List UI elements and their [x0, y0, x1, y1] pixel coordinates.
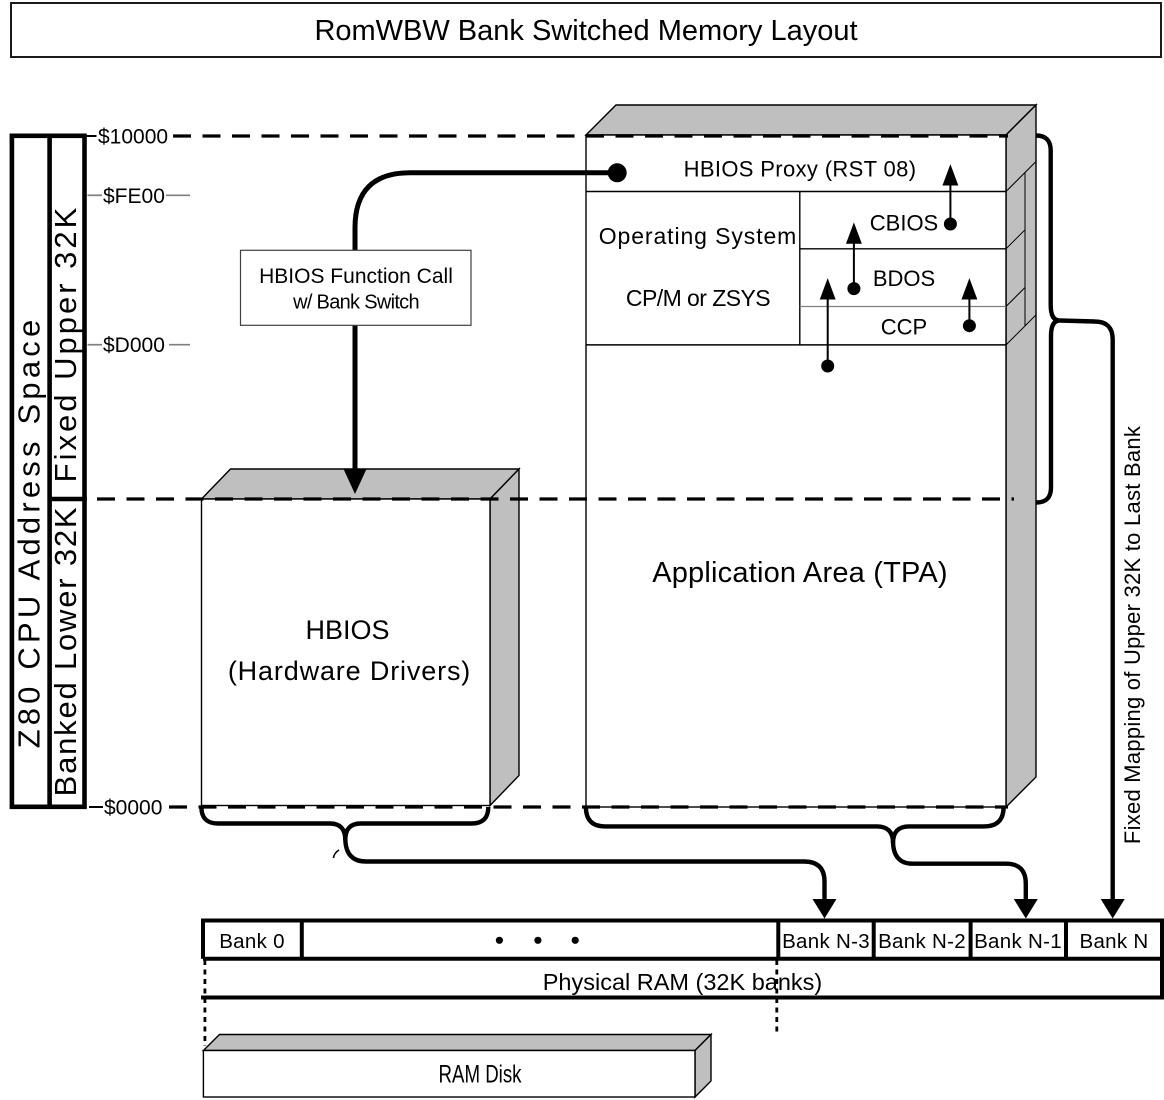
- svg-text:Banked Lower 32K: Banked Lower 32K: [48, 506, 83, 797]
- svg-text:HBIOS: HBIOS: [305, 615, 389, 645]
- svg-text:Physical RAM (32K banks): Physical RAM (32K banks): [543, 969, 823, 995]
- svg-text:Operating System: Operating System: [599, 223, 797, 249]
- svg-text:Fixed Mapping of Upper 32K to: Fixed Mapping of Upper 32K to Last Bank: [1120, 425, 1145, 844]
- svg-text:RomWBW Bank Switched Memory La: RomWBW Bank Switched Memory Layout: [314, 15, 857, 47]
- svg-text:w/ Bank Switch: w/ Bank Switch: [292, 291, 419, 313]
- svg-text:$10000: $10000: [98, 126, 168, 149]
- svg-text:(Hardware Drivers): (Hardware Drivers): [228, 656, 471, 686]
- svg-text:CCP: CCP: [881, 315, 927, 340]
- svg-text:Bank N-1: Bank N-1: [974, 930, 1062, 953]
- svg-text:Bank N: Bank N: [1079, 930, 1148, 953]
- svg-text:$0000: $0000: [104, 797, 162, 820]
- svg-text:Z80 CPU Address Space: Z80 CPU Address Space: [12, 316, 47, 749]
- svg-text:Fixed Upper 32K: Fixed Upper 32K: [48, 205, 83, 483]
- svg-text:Application Area (TPA): Application Area (TPA): [652, 557, 948, 589]
- svg-text:Bank N-2: Bank N-2: [878, 930, 966, 953]
- svg-text:Bank N-3: Bank N-3: [782, 930, 870, 953]
- svg-text:HBIOS Function Call: HBIOS Function Call: [259, 265, 453, 288]
- svg-text:Bank 0: Bank 0: [219, 930, 285, 953]
- svg-text:BDOS: BDOS: [873, 266, 935, 291]
- svg-text:$FE00: $FE00: [103, 185, 165, 208]
- svg-text:RAM Disk: RAM Disk: [439, 1061, 522, 1089]
- svg-text:HBIOS Proxy (RST 08): HBIOS Proxy (RST 08): [684, 157, 917, 182]
- svg-text:CP/M or ZSYS: CP/M or ZSYS: [626, 285, 770, 311]
- svg-text:$D000: $D000: [103, 334, 165, 357]
- svg-text:CBIOS: CBIOS: [870, 211, 938, 236]
